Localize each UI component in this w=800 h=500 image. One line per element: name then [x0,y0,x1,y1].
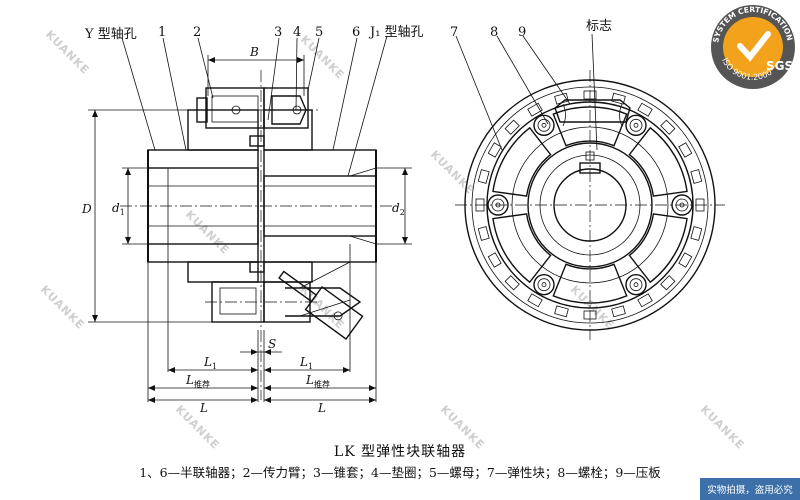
bolt-circle [537,118,551,132]
copyright-banner: 实物拍摄，盗用必究 [700,478,800,500]
elastic-block [628,126,688,197]
rim-tooth [660,119,676,135]
bolt-circle [533,114,555,137]
front-view: 7 8 9 标志 [450,19,725,340]
label-d: D [81,202,92,216]
label-l-right: L [317,401,326,415]
rim-tooth [660,275,676,291]
elastic-block [492,213,552,284]
elastic-block [492,126,552,197]
elastic-block [552,106,628,147]
rim-tooth [678,142,693,158]
part-number-5: 5 [315,25,323,40]
dimension-lengths [147,244,377,403]
watermark-2: KUANKE [183,208,232,257]
bolt-circle [629,118,643,132]
part-number-1: 1 [158,25,166,40]
watermark-6: KUANKE [298,283,347,332]
label-d1: d1 [112,201,125,217]
label-l1-left: L1 [203,355,217,371]
y-bore-label: Y 型轴孔 [84,27,137,42]
rim-tooth [690,226,703,241]
rim-tooth [527,102,543,117]
part-number-4: 4 [293,25,301,40]
rim-tooth [637,102,653,117]
extension-bolt [278,270,364,340]
rim-tooth [611,92,626,105]
logo-brand: SGS [766,59,793,73]
bolt-circle [629,278,643,292]
elastic-block [628,213,688,284]
bolt-circle [625,274,647,296]
rim-tooth [487,252,502,268]
rim-tooth [611,305,626,318]
rim-tooth [504,275,520,291]
figure-legend: 1、6—半联轴器；2—传力臂；3—锥套；4—垫圈；5—螺母；7—弹性块；8—螺栓… [139,465,661,480]
dimension-d1 [122,167,150,245]
bolt-circle [541,282,547,288]
dimension-b [207,55,305,96]
bolt-circle [487,194,509,216]
rim-teeth [475,90,705,320]
bolt-circle [541,122,547,128]
j1-bore-label: J₁ 型轴孔 [368,25,424,40]
label-s: S [268,337,276,351]
dimension-d2 [376,167,412,245]
rim-tooth [504,119,520,135]
label-b: B [249,45,259,59]
part-number-6: 6 [352,25,360,40]
leaders-side [121,35,388,177]
bolt-circle [537,278,551,292]
rim-tooth [678,252,693,268]
rim-tooth [527,293,543,308]
left-half-coupling [147,109,259,283]
part-number-2: 2 [193,25,201,40]
check-icon [737,31,771,62]
side-section-view: Y 型轴孔 J₁ 型轴孔 1 2 3 4 5 6 B D d1 d2 S L1 … [81,25,424,415]
label-d2: d2 [392,201,405,217]
rim-tooth [690,169,703,184]
dimension-d [88,109,212,323]
elastic-blocks [492,106,688,304]
top-bolt-assembly [196,87,318,147]
rim-tooth [477,169,490,184]
bolt-circle [633,122,639,128]
elastic-block [552,263,628,304]
part-number-8: 8 [490,25,498,40]
rim-tooth [487,142,502,158]
watermark-5: KUANKE [38,283,87,332]
watermark-3: KUANKE [298,33,347,82]
label-l1-right: L1 [299,355,313,371]
bolt-circle [625,114,647,137]
label-lrec-left: L推荐 [185,373,210,389]
mark-label: 标志 [586,19,612,34]
label-lrec-right: L推荐 [305,373,330,389]
rim-tooth [477,226,490,241]
figure-title: LK 型弹性块联轴器 [333,444,467,460]
label-l-left: L [199,401,208,415]
part-number-7: 7 [450,25,458,40]
pressure-plate [554,99,631,123]
part-number-9: 9 [518,25,526,40]
rim-tooth [637,293,653,308]
rim-tooth [554,305,569,318]
part-number-3: 3 [274,25,282,40]
bolt-circle [533,274,555,296]
bolt-circle [633,282,639,288]
certification-logo: SYSTEM CERTIFICATION ISO 9001:2000 SGS [711,5,795,89]
